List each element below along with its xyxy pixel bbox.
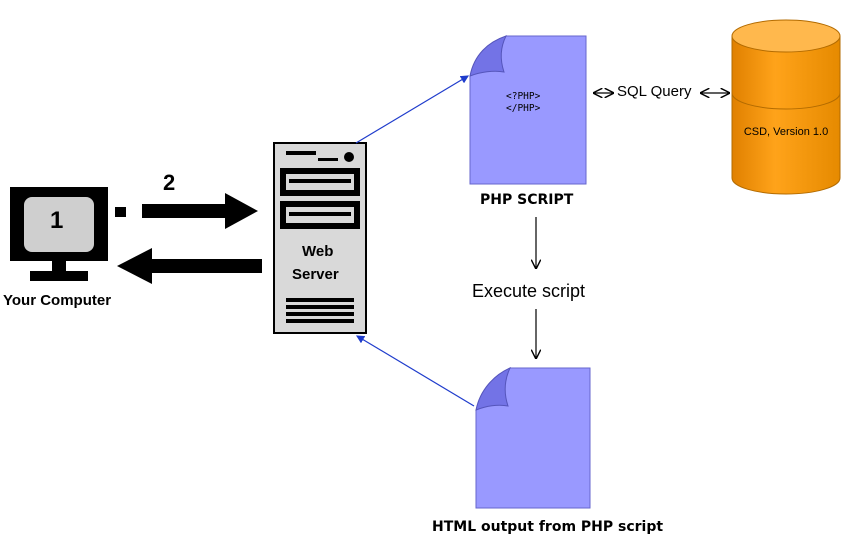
server-label-line1: Web bbox=[302, 243, 334, 260]
request-arrow bbox=[142, 193, 258, 229]
computer-step-number: 1 bbox=[50, 207, 64, 234]
execute-script-label: Execute script bbox=[472, 281, 586, 301]
server-label-line2: Server bbox=[292, 266, 339, 283]
php-script-document bbox=[469, 35, 587, 185]
output-to-server-connector bbox=[355, 335, 475, 407]
html-output-document bbox=[475, 367, 591, 509]
html-output-caption: HTML output from PHP script bbox=[432, 519, 664, 535]
request-step-number: 2 bbox=[163, 170, 176, 195]
php-close-tag: </PHP> bbox=[506, 103, 541, 114]
server-to-script-connector bbox=[355, 75, 470, 144]
database-icon bbox=[731, 19, 841, 195]
database-label: CSD, Version 1.0 bbox=[743, 126, 829, 138]
php-open-tag: <?PHP> bbox=[506, 91, 541, 102]
response-arrow bbox=[117, 248, 262, 284]
php-script-caption: PHP SCRIPT bbox=[480, 192, 574, 208]
computer-label: Your Computer bbox=[3, 292, 112, 309]
sql-query-label: SQL Query bbox=[617, 83, 692, 100]
server-icon bbox=[273, 142, 367, 334]
computer-icon bbox=[10, 187, 126, 281]
